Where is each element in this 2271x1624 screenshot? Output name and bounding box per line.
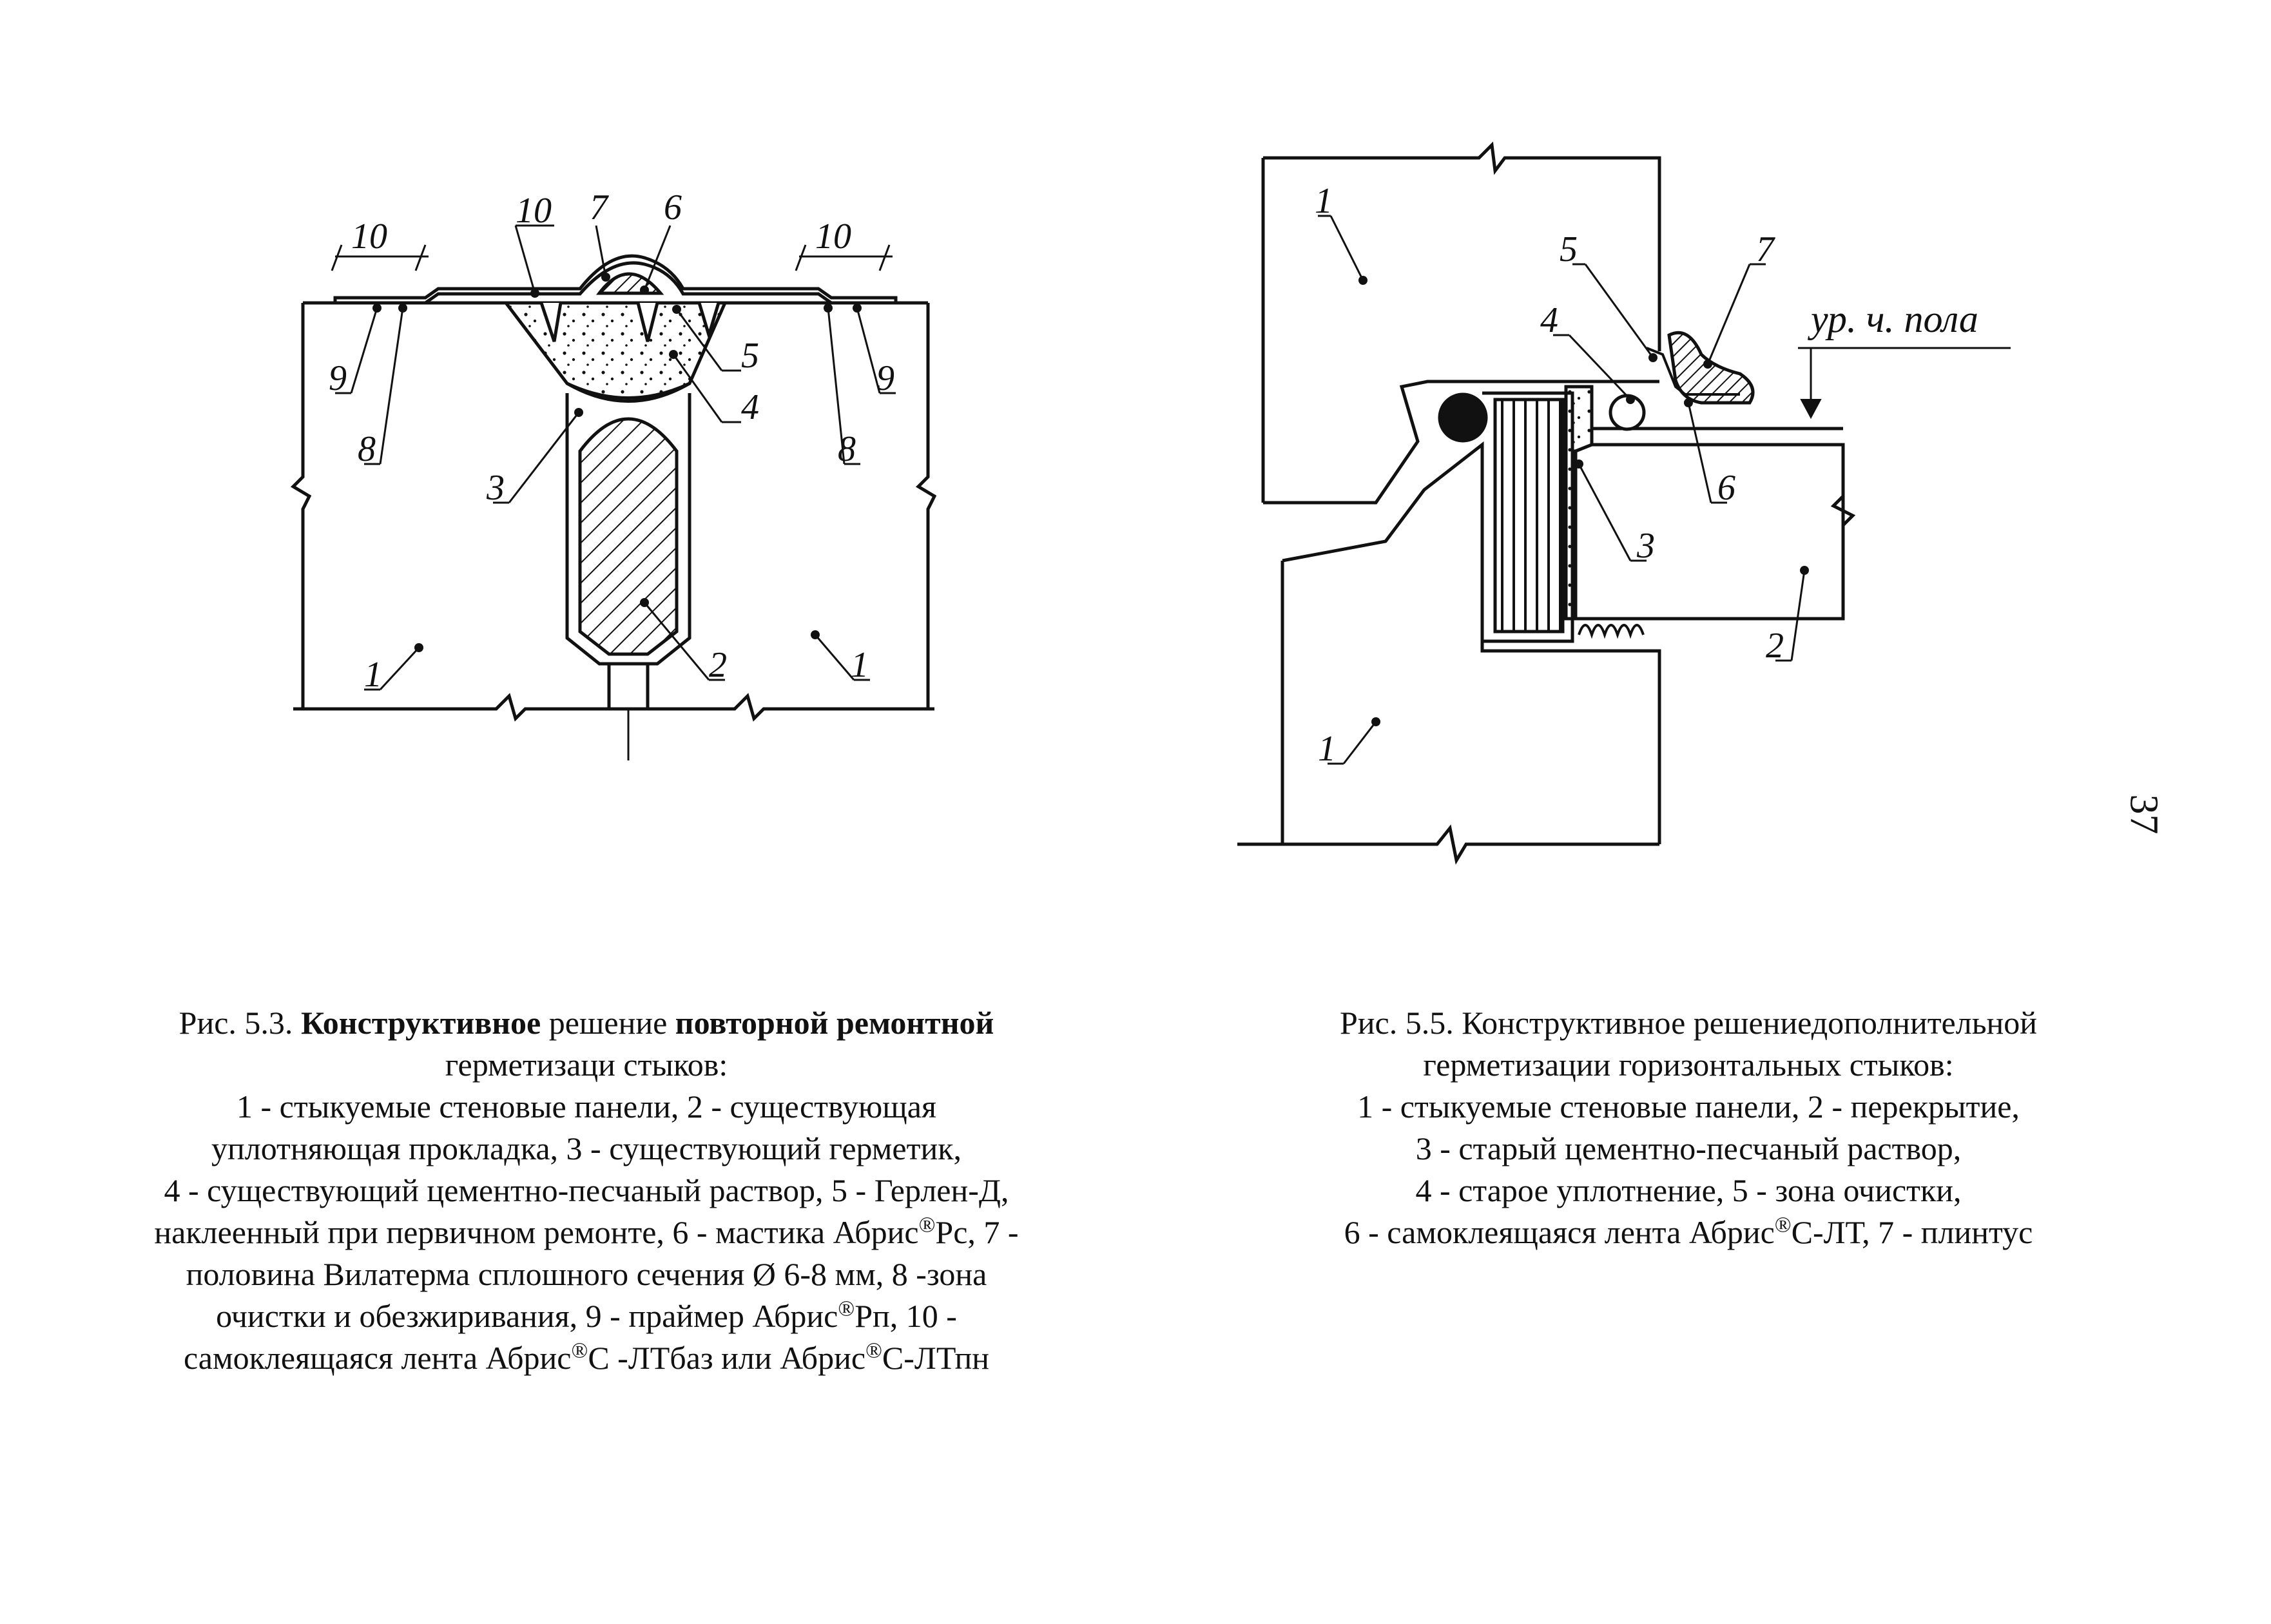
insulation: [1493, 398, 1565, 633]
label-5: 5: [741, 336, 759, 376]
mastic-6-left: [539, 302, 563, 342]
label-5: 5: [1560, 229, 1578, 269]
panel-left-edge: [290, 303, 312, 709]
label-1-right: 1: [851, 645, 869, 685]
mastic-6-center: [636, 302, 659, 342]
tape-10: [333, 254, 898, 303]
label-1-left: 1: [364, 655, 382, 695]
label-8-left: 8: [358, 429, 376, 469]
figure-5-5-labels: 1 1 2 3 4 5 6 7 ур. ч. пола: [1315, 181, 1978, 769]
figure-5-3: [290, 224, 937, 760]
label-1-lower: 1: [1318, 729, 1336, 769]
label-9-right: 9: [876, 358, 894, 398]
dim-label-left: 10: [351, 217, 387, 256]
lower-panel-bottom: [1237, 824, 1659, 865]
label-1-upper: 1: [1315, 181, 1333, 221]
sealant-3: [566, 382, 691, 403]
label-2: 2: [1766, 626, 1784, 666]
label-3: 3: [486, 468, 505, 508]
slab-break: [1830, 445, 1856, 527]
gasket-2: [578, 417, 679, 656]
label-7: 7: [1756, 229, 1775, 269]
tape-10-inner: [348, 261, 833, 305]
lower-panel-1: [1282, 441, 1661, 844]
upper-panel-bottom-profile: [1263, 380, 1659, 505]
label-10: 10: [516, 191, 552, 231]
old-seal-ball: [1438, 392, 1488, 443]
label-9-left: 9: [329, 358, 347, 398]
floor-level-label: ур. ч. пола: [1807, 298, 1978, 340]
mortar-4: [502, 301, 728, 400]
spring: [1578, 624, 1645, 639]
label-8-right: 8: [838, 429, 856, 469]
panel-bottom: [293, 693, 934, 722]
caption-fig-5-5: Рис. 5.5. Конструктивное решениедополнит…: [1339, 1005, 2038, 1250]
figure-5-5: [1237, 141, 2011, 865]
panel-right-edge: [915, 303, 937, 709]
label-7: 7: [590, 188, 609, 227]
label-3: 3: [1636, 526, 1655, 566]
figure-5-3-labels: 10 10 10 7 6 5 4 9 8 8 9 3 2 1 1: [329, 188, 894, 695]
label-6: 6: [1717, 468, 1735, 508]
mastic-6-right: [697, 302, 720, 341]
skirting-7: [1667, 331, 1755, 405]
dim-label-right: 10: [815, 217, 851, 256]
label-4: 4: [1540, 300, 1558, 340]
floor-slab-2: [1574, 443, 1845, 621]
joint-channel: [565, 393, 691, 666]
label-4: 4: [741, 387, 759, 427]
page-number: 37: [2121, 794, 2166, 835]
insulation-frame: [1482, 391, 1574, 643]
upper-panel-1: [1263, 141, 1661, 351]
caption-fig-5-3: Рис. 5.3. Конструктивное решение повторн…: [154, 1005, 1019, 1376]
label-2: 2: [709, 645, 727, 685]
label-6: 6: [664, 188, 682, 227]
